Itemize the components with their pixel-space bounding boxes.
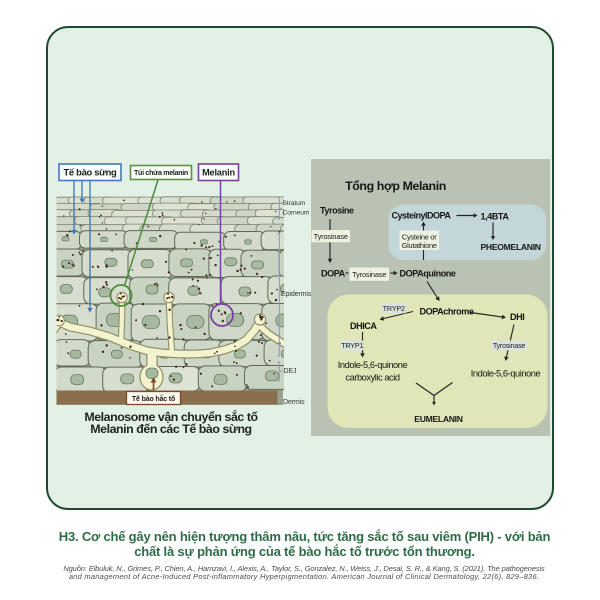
svg-text:DHICA: DHICA [350,321,377,331]
svg-text:Dermis: Dermis [283,399,305,406]
svg-text:CysteinylDOPA: CysteinylDOPA [392,211,452,221]
svg-text:Indole-5,6-quinone: Indole-5,6-quinone [471,369,541,379]
svg-text:Melanin: Melanin [202,168,235,178]
svg-text:Stratum: Stratum [283,200,306,207]
svg-text:DHI: DHI [510,312,524,322]
svg-text:TRYP1: TRYP1 [341,341,363,350]
svg-text:TRYP2: TRYP2 [383,304,405,313]
svg-text:EUMELANIN: EUMELANIN [414,414,462,424]
svg-text:Cysteine or: Cysteine or [402,232,437,241]
svg-text:Tyrosine: Tyrosine [320,206,354,216]
svg-text:DEJ: DEJ [284,368,297,375]
svg-text:DOPAchrome: DOPAchrome [420,307,474,317]
svg-text:Tyrosinase: Tyrosinase [314,232,348,241]
svg-text:1,4BTA: 1,4BTA [481,212,510,222]
svg-text:Túi chứa melanin: Túi chứa melanin [134,169,188,177]
svg-text:Tế bào sừng: Tế bào sừng [64,167,118,178]
svg-text:carboxylic acid: carboxylic acid [345,373,399,383]
svg-text:Tổng hợp Melanin: Tổng hợp Melanin [345,179,446,193]
svg-text:Epidermis: Epidermis [281,291,312,298]
svg-text:Corneum: Corneum [283,210,310,217]
svg-text:PHEOMELANIN: PHEOMELANIN [481,242,541,252]
svg-text:Glutathione: Glutathione [402,241,437,250]
svg-text:Tyrosinase: Tyrosinase [352,270,386,279]
svg-text:DOPA: DOPA [321,269,346,279]
svg-text:Tế bào hắc tố: Tế bào hắc tố [132,394,176,403]
svg-text:DOPAquinone: DOPAquinone [400,269,456,279]
svg-text:Indole-5,6-quinone: Indole-5,6-quinone [338,360,408,370]
svg-text:Tyrosinase: Tyrosinase [493,343,526,350]
